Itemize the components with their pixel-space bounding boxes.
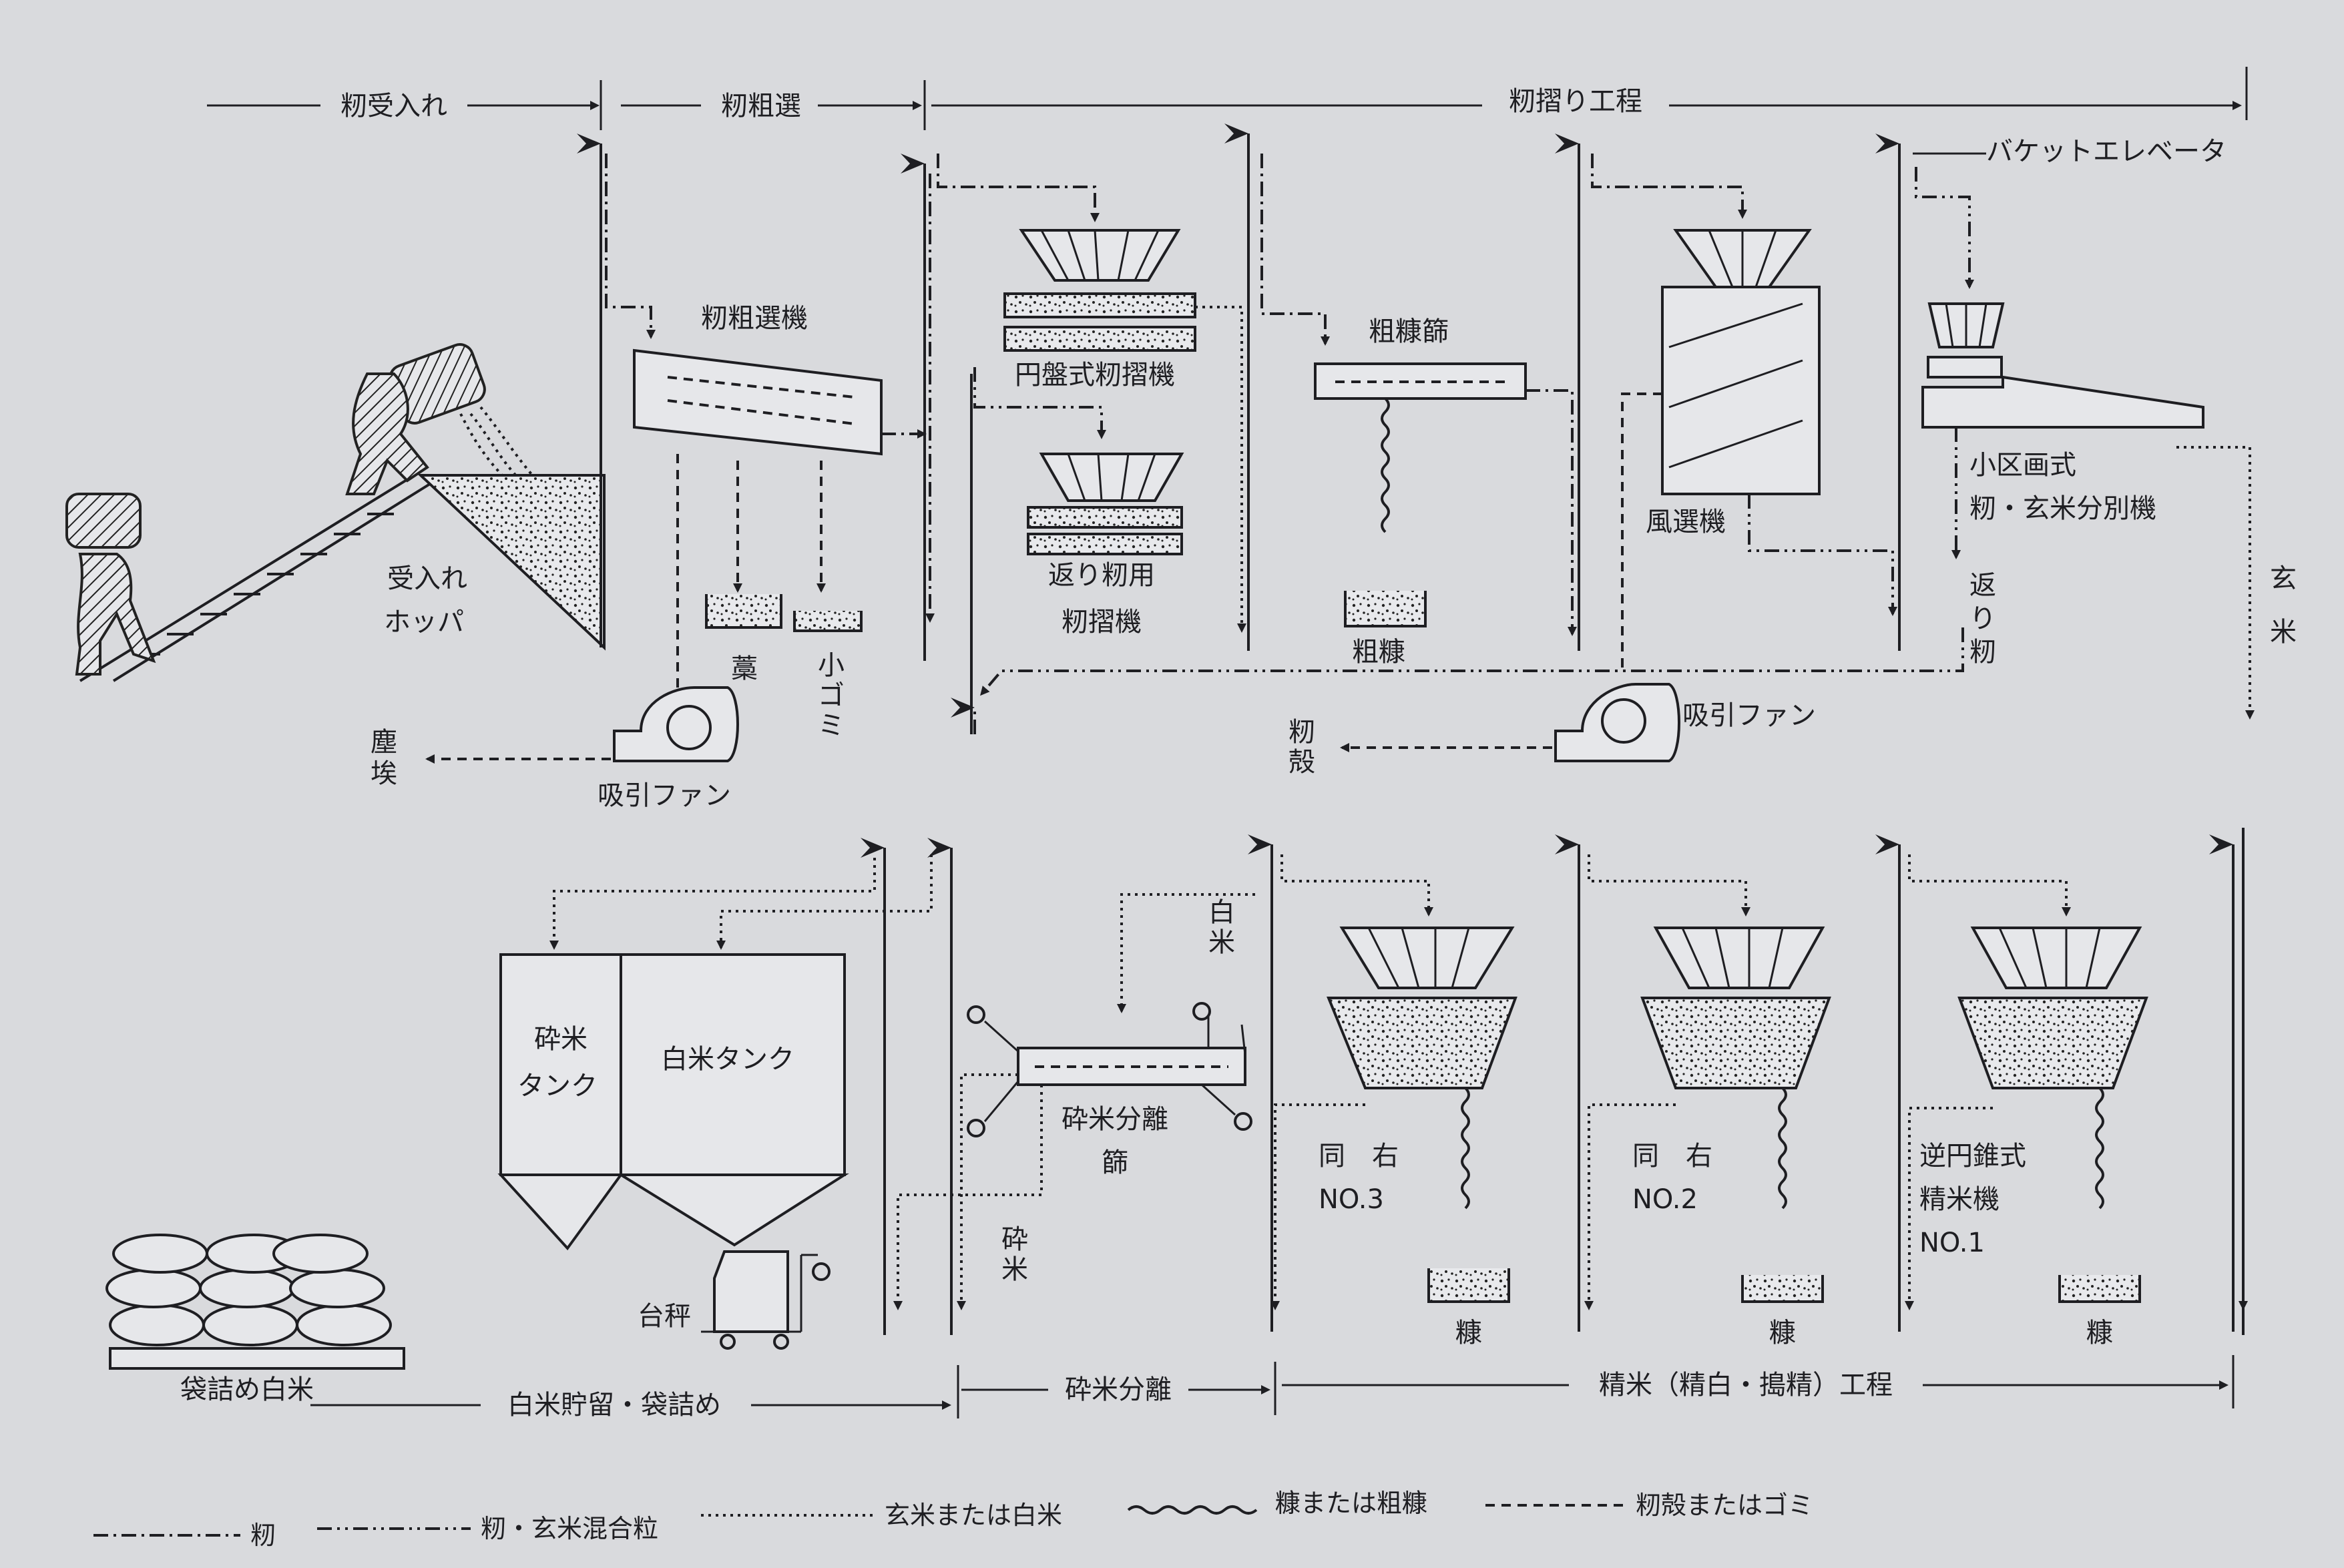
stage-header-bottom [310, 1355, 2235, 1418]
stage-rough-selection: 籾粗選 [721, 91, 801, 121]
return-huller-label-1: 返り籾用 [1048, 560, 1155, 591]
flow-elevator1-to-selector [605, 154, 656, 339]
broken-sieve-label-1: 砕米分離 [1062, 1104, 1168, 1135]
bran-bin-1 [2058, 1275, 2141, 1303]
legend-paddy: 籾 [250, 1521, 276, 1550]
return-paddy-label-2: り [1969, 603, 1996, 634]
falling-grain [459, 406, 535, 482]
stage-receiving: 籾受入れ [340, 91, 447, 121]
bran-3-label: 糠 [1455, 1318, 1482, 1348]
bran-bin-3 [1427, 1268, 1510, 1303]
suction-fan-2-label: 吸引ファン [1682, 700, 1816, 731]
stage-hulling: 籾摺り工程 [1509, 86, 1642, 117]
compartment-separator [1921, 302, 2204, 429]
legend-husk: 籾殻またはゴミ [1636, 1491, 1813, 1520]
legend-bran: 糠または粗糠 [1275, 1489, 1427, 1518]
straw-bin [705, 594, 782, 629]
broken-tank-label-2: タンク [517, 1071, 598, 1101]
dust-label-1: 塵 [371, 727, 397, 758]
cone-polisher-label-2: 精米機 [1919, 1184, 2000, 1215]
same-right-3: 同 右 [1319, 1141, 1399, 1171]
bran-2-label: 糠 [1769, 1318, 1796, 1348]
disc-huller [1003, 229, 1196, 352]
return-paddy-label-1: 返 [1969, 570, 1996, 601]
disc-huller-label: 円盤式籾摺機 [1015, 360, 1175, 390]
brown-rice-label-1: 玄 [2270, 563, 2297, 594]
coarse-bran-bin [1344, 591, 1427, 627]
husk-label-1: 籾 [1288, 717, 1315, 748]
bran-flow-line [1381, 397, 1390, 533]
platform-scale [701, 1250, 831, 1350]
legend-bran-line [1127, 1505, 1258, 1515]
cone-polisher-label-1: 逆円錐式 [1919, 1141, 2026, 1171]
broken-rice-sieve [967, 1002, 1252, 1137]
legend-mixed: 籾・玄米混合粒 [481, 1514, 658, 1543]
stage-polishing: 精米（精白・搗精）工程 [1599, 1370, 1893, 1400]
wind-separator-label: 風選機 [1646, 507, 1726, 537]
bagged-rice-label: 袋詰め白米 [180, 1374, 314, 1405]
hopper-label-1: 受入れ [387, 563, 467, 594]
brown-rice-label-2: 米 [2270, 617, 2297, 647]
return-huller [1027, 453, 1184, 555]
compartment-label-1: 小区画式 [1969, 450, 2076, 481]
flow-return-paddy [980, 627, 1964, 696]
broken-sieve-label-2: 篩 [1102, 1147, 1128, 1178]
white-rice-label-2: 米 [1208, 927, 1235, 958]
hopper-label-2: ホッパ [384, 607, 464, 637]
broken-tank-label-1: 砕米 [534, 1024, 588, 1055]
suction-fan-2 [1554, 683, 1680, 762]
husk-label-2: 殻 [1288, 747, 1315, 778]
small-dust-label-3: ミ [818, 710, 845, 741]
flow-white-rice [1117, 893, 1255, 1013]
receiving-hopper [417, 474, 606, 651]
bran-sieve-label: 粗糠篩 [1369, 316, 1449, 347]
polisher-2 [1640, 927, 1831, 1089]
stage-header-top [207, 67, 2248, 130]
no1-label: NO.1 [1919, 1228, 1985, 1258]
rice-bags [105, 1234, 405, 1370]
white-rice-label-1: 白 [1208, 897, 1235, 928]
same-right-2: 同 右 [1632, 1141, 1712, 1171]
suction-fan-1-label: 吸引ファン [598, 780, 731, 811]
no2-label: NO.2 [1632, 1184, 1698, 1215]
return-paddy-label-3: 籾 [1969, 637, 1996, 668]
broken-rice-label-1: 砕 [1001, 1224, 1028, 1255]
straw-label: 藁 [731, 654, 758, 684]
storage-tanks [497, 953, 849, 1251]
bran-bin-2 [1741, 1275, 1824, 1303]
bran-1-label: 糠 [2086, 1318, 2113, 1348]
small-dust-bin [793, 611, 863, 632]
dust-label-2: 埃 [371, 758, 397, 789]
rough-selector-label: 籾粗選機 [701, 303, 808, 334]
small-dust-label-2: ゴ [818, 680, 845, 711]
return-huller-label-2: 籾摺機 [1062, 607, 1142, 637]
no3-label: NO.3 [1319, 1184, 1384, 1215]
worker-figure-2 [345, 343, 486, 495]
polisher-1 [1957, 927, 2148, 1089]
legend: 籾 籾・玄米混合粒 玄米または白米 糠または粗糠 籾殻またはゴミ [93, 1489, 1813, 1550]
bucket-elevator-label: バケットエレベータ [1986, 136, 2226, 167]
rough-selector [633, 348, 883, 456]
wind-separator [1661, 229, 1821, 495]
broken-rice-label-2: 米 [1001, 1254, 1028, 1285]
coarse-bran-label: 粗糠 [1352, 637, 1405, 668]
worker-figure-1 [65, 493, 156, 676]
stage-storage: 白米貯留・袋詰め [507, 1390, 721, 1420]
scale-label: 台秤 [638, 1301, 691, 1332]
compartment-label-2: 籾・玄米分別機 [1969, 493, 2156, 524]
flow-brown-rice [2176, 446, 2255, 720]
suction-fan-1 [613, 686, 739, 762]
white-rice-tank-label: 白米タンク [661, 1044, 794, 1075]
polisher-3 [1327, 927, 1517, 1089]
small-dust-label-1: 小 [818, 650, 845, 681]
legend-rice: 玄米または白米 [885, 1501, 1062, 1530]
stage-separation: 砕米分離 [1065, 1374, 1172, 1405]
